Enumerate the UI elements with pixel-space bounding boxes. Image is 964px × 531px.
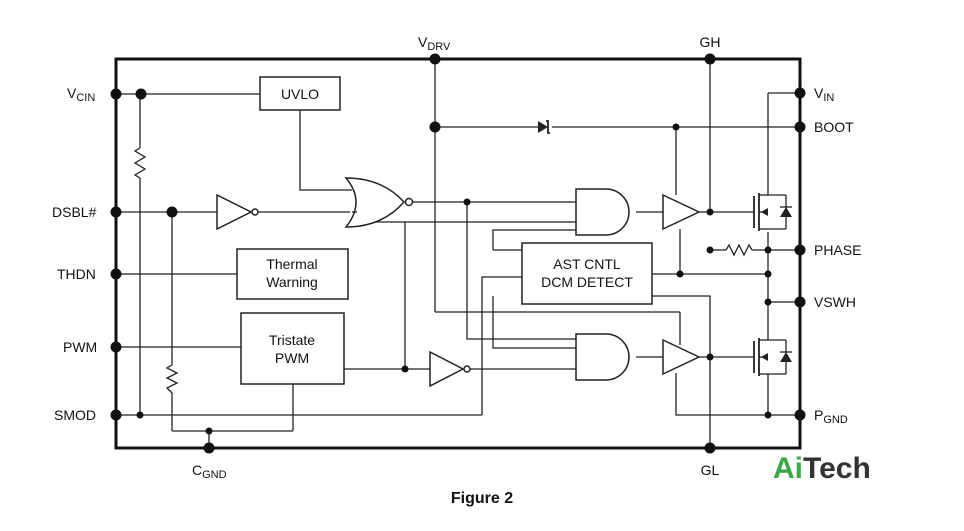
boot-diode	[538, 120, 550, 134]
tristate-label-line2: PWM	[275, 350, 309, 366]
thermal-label-line2: Warning	[266, 274, 318, 290]
resistor-phase	[725, 243, 753, 257]
pin-pgnd: PGND	[814, 407, 848, 426]
pin-gh: GH	[700, 34, 721, 50]
pin-cgnd: CGND	[192, 462, 227, 481]
resistor-vcin	[133, 147, 147, 179]
pin-gl: GL	[701, 462, 720, 478]
high-side-fet	[753, 190, 792, 231]
ast-label-line1: AST CNTL	[553, 256, 621, 272]
pin-boot: BOOT	[814, 119, 854, 135]
resistor-dsbl	[165, 364, 179, 394]
package-outline	[114, 57, 802, 450]
thermal-warning-block	[236, 248, 349, 300]
wires	[116, 59, 800, 448]
and-gate-high	[575, 188, 630, 236]
pin-vin: VIN	[814, 85, 834, 104]
pin-thdn: THDN	[57, 266, 96, 282]
tristate-pwm-block	[240, 312, 345, 385]
pin-phase: PHASE	[814, 242, 861, 258]
pwm-inverter	[429, 350, 471, 388]
pin-dsbl: DSBL#	[52, 204, 97, 220]
tristate-label-line1: Tristate	[269, 332, 315, 348]
pin-vswh: VSWH	[814, 294, 856, 310]
ast-cntl-block	[521, 242, 653, 305]
ast-label-line2: DCM DETECT	[541, 274, 633, 290]
junction-dots	[110, 53, 806, 454]
figure-caption: Figure 2	[450, 490, 514, 507]
low-side-fet	[753, 334, 792, 378]
aitech-logo: AiTech	[773, 452, 871, 486]
nor-gate	[344, 177, 414, 228]
and-gate-low	[575, 333, 630, 381]
pin-pwm: PWM	[63, 339, 97, 355]
pin-smod: SMOD	[54, 407, 96, 423]
logo-part-ai: Ai	[773, 452, 803, 485]
uvlo-block	[259, 76, 341, 111]
high-side-driver	[662, 193, 701, 231]
uvlo-label: UVLO	[281, 86, 319, 102]
pin-vcin: VCIN	[67, 85, 95, 104]
thermal-label-line1: Thermal	[266, 256, 317, 272]
logo-part-tech: Tech	[803, 452, 871, 485]
low-side-driver	[662, 338, 701, 376]
dsbl-inverter	[216, 193, 259, 231]
pin-vdrv: VDRV	[418, 34, 451, 53]
